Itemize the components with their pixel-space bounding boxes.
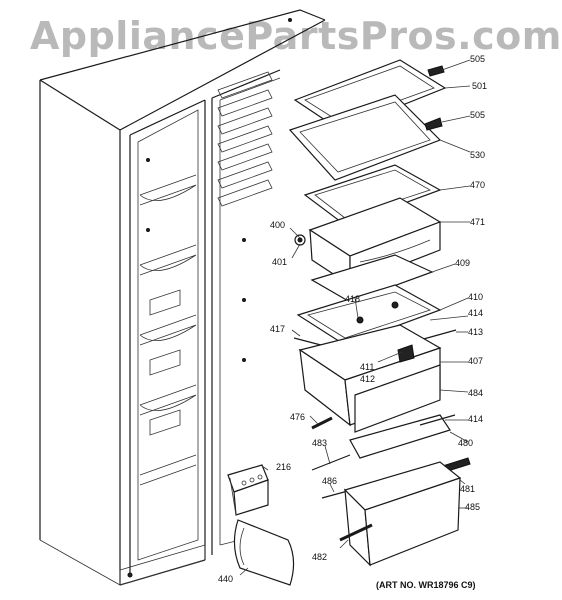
- callout-480: 480: [458, 438, 473, 448]
- callout-labels: 505 501 505 530 470 400 471 401 409 410 …: [218, 54, 487, 584]
- fresh-food-shelf-rails: [217, 71, 273, 207]
- part-483-rail: [311, 454, 351, 471]
- part-440-cover: [233, 519, 295, 586]
- callout-400: 400: [270, 220, 285, 230]
- callout-476: 476: [290, 412, 305, 422]
- part-476-tube: [311, 416, 333, 430]
- part-484-panel: [354, 364, 441, 433]
- part-216-bin: [227, 464, 269, 516]
- callout-483: 483: [312, 438, 327, 448]
- callout-216: 216: [276, 462, 291, 472]
- callout-481: 481: [460, 484, 475, 494]
- callout-501: 501: [472, 81, 487, 91]
- freezer-shelf: [139, 174, 197, 486]
- part-485-drawer: [343, 461, 462, 567]
- callout-440: 440: [218, 574, 233, 584]
- callout-485: 485: [465, 502, 480, 512]
- art-number: (ART NO. WR18796 C9): [376, 580, 476, 590]
- callout-401: 401: [272, 257, 287, 267]
- callout-470: 470: [470, 180, 485, 190]
- part-413-rod: [419, 329, 457, 341]
- cabinet-screws: [127, 18, 292, 578]
- door-bins: [149, 289, 181, 436]
- callout-412: 412: [360, 374, 375, 384]
- refrigerator-cabinet: [39, 9, 326, 586]
- callout-484: 484: [468, 388, 483, 398]
- callout-414: 414: [468, 308, 483, 318]
- part-414-trim: [419, 414, 456, 426]
- callout-407: 407: [468, 356, 483, 366]
- callout-505: 505: [470, 110, 485, 120]
- callout-409: 409: [455, 258, 470, 268]
- callout-414: 414: [468, 414, 483, 424]
- part-505-clip: [424, 117, 443, 131]
- part-482-rod: [339, 523, 373, 542]
- callout-486: 486: [322, 476, 337, 486]
- leader-lines: [239, 59, 471, 576]
- callout-417: 417: [270, 324, 285, 334]
- callout-418: 418: [345, 294, 360, 304]
- part-505-clip: [427, 65, 445, 77]
- callout-410: 410: [468, 292, 483, 302]
- callout-413: 413: [468, 327, 483, 337]
- callout-505: 505: [470, 54, 485, 64]
- callout-471: 471: [470, 217, 485, 227]
- callout-411: 411: [360, 362, 374, 372]
- part-480-lid: [349, 414, 451, 459]
- callout-530: 530: [470, 150, 485, 160]
- callout-482: 482: [312, 552, 327, 562]
